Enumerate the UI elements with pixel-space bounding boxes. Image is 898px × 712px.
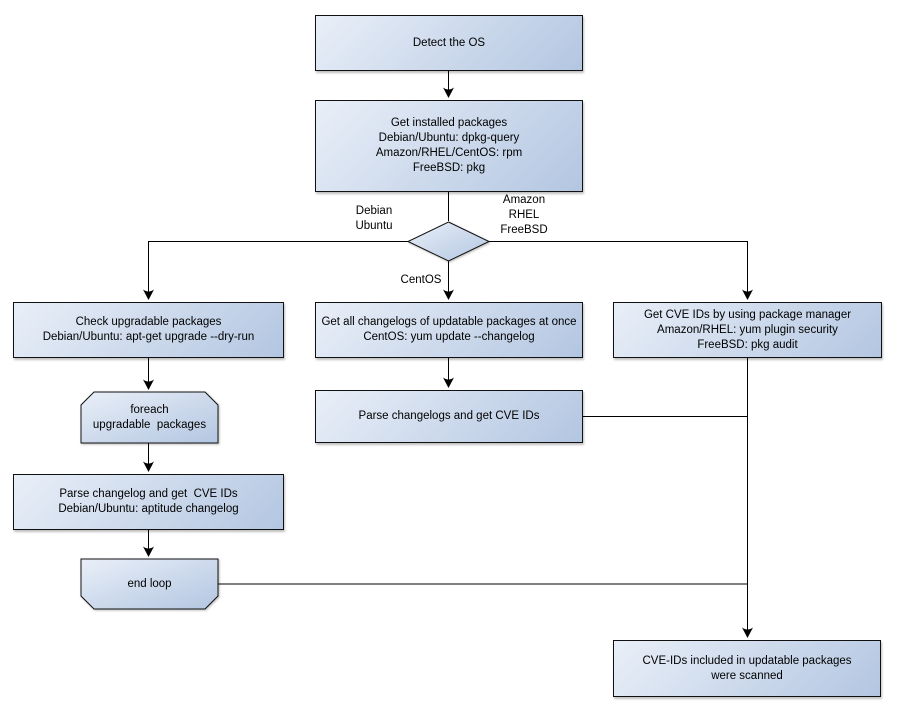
node-parse-changelog: Parse changelog and get CVE IDs Debian/U… xyxy=(13,474,284,530)
decision-diamond-shape xyxy=(406,221,491,262)
node-get-installed-packages: Get installed packages Debian/Ubuntu: dp… xyxy=(315,100,583,192)
node-get-all-changelogs: Get all changelogs of updatable packages… xyxy=(315,302,583,358)
end-loop-shape xyxy=(80,558,219,610)
foreach-loop-shape xyxy=(80,391,219,444)
connector-decision-to-check-upgradable xyxy=(143,241,408,300)
node-detect-os: Detect the OS xyxy=(315,15,583,71)
edge-label-centos: CentOS xyxy=(400,274,442,286)
edge-label-debian-ubuntu: Debian Ubuntu xyxy=(355,205,393,232)
node-check-upgradable-packages: Check upgradable packages Debian/Ubuntu:… xyxy=(13,302,284,358)
connector-decision-to-get-cve xyxy=(489,241,753,300)
edge-label-amazon-rhel-freebsd: Amazon RHEL FreeBSD xyxy=(500,194,548,236)
node-parse-changelogs: Parse changelogs and get CVE IDs xyxy=(315,390,583,443)
node-get-cve-ids: Get CVE IDs by using package manager Ama… xyxy=(613,302,882,358)
node-cve-scanned: CVE-IDs included in updatable packages w… xyxy=(613,640,881,697)
